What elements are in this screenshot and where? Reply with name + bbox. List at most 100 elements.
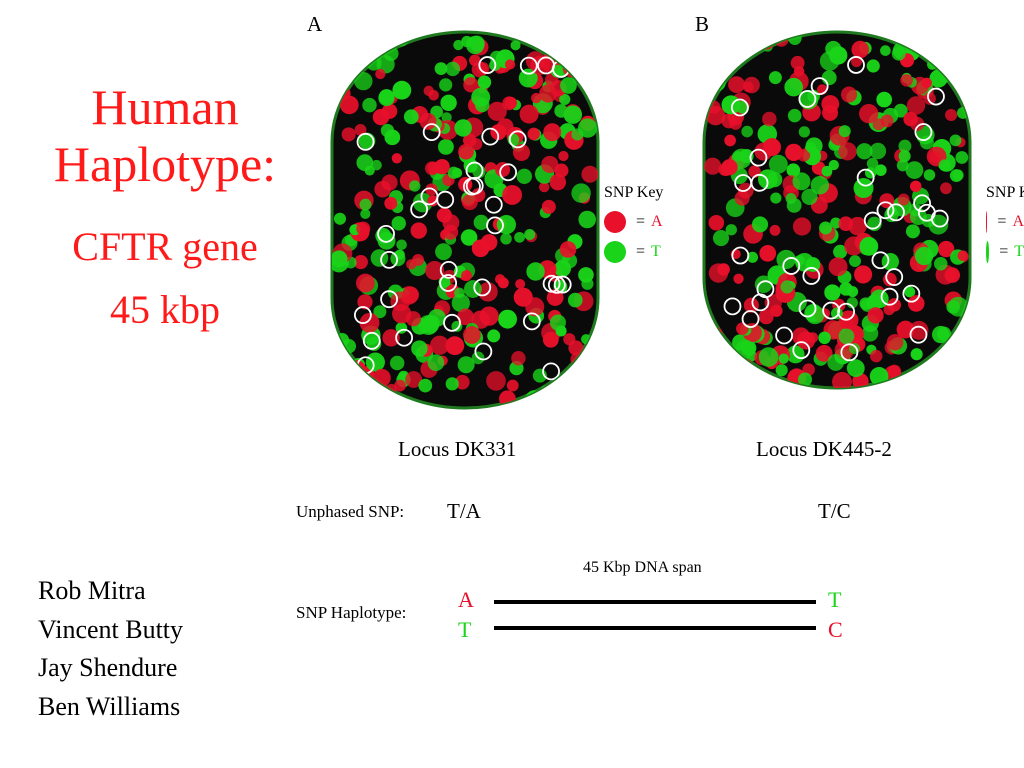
bead bbox=[768, 71, 782, 85]
bead bbox=[923, 169, 936, 181]
bead bbox=[775, 364, 788, 377]
bead bbox=[735, 339, 755, 359]
bead bbox=[377, 231, 396, 250]
bead bbox=[910, 348, 923, 361]
snp-marker-ring bbox=[902, 284, 921, 303]
bead bbox=[510, 40, 521, 51]
bead bbox=[905, 161, 924, 179]
bead bbox=[332, 250, 348, 268]
snp-marker-ring bbox=[730, 98, 749, 117]
haplotype-strand1-line bbox=[494, 600, 816, 604]
bead bbox=[933, 257, 948, 271]
bead bbox=[955, 151, 969, 164]
bead bbox=[859, 236, 879, 256]
snp-marker-ring bbox=[751, 293, 770, 312]
haplotype-strand1-right: T bbox=[828, 587, 842, 612]
bead bbox=[734, 32, 748, 46]
bead bbox=[539, 181, 550, 193]
snp-key-row-a: = A bbox=[986, 211, 1024, 233]
bead bbox=[955, 70, 966, 82]
bead bbox=[524, 228, 536, 241]
bead bbox=[487, 329, 501, 343]
bead bbox=[340, 95, 359, 115]
bead bbox=[728, 76, 745, 94]
bead bbox=[430, 335, 450, 355]
bead bbox=[716, 49, 728, 61]
snp-marker-ring bbox=[519, 56, 538, 75]
bead bbox=[824, 284, 841, 301]
snp-marker-ring bbox=[792, 341, 811, 360]
bead bbox=[362, 97, 377, 113]
bead bbox=[734, 32, 755, 49]
bead bbox=[898, 139, 912, 153]
snp-key-row-t: = T bbox=[604, 241, 663, 263]
bead bbox=[897, 193, 910, 206]
bead bbox=[356, 221, 371, 236]
bead bbox=[391, 216, 406, 231]
bead bbox=[797, 148, 811, 162]
bead bbox=[938, 366, 958, 386]
bead bbox=[859, 104, 879, 124]
bead-array-image-a bbox=[330, 30, 600, 410]
bead-array-image-b bbox=[702, 30, 972, 390]
bead bbox=[365, 352, 385, 372]
snp-key-title: SNP Key bbox=[604, 184, 664, 201]
snp-marker-ring bbox=[439, 274, 458, 292]
bead bbox=[838, 142, 857, 161]
bead bbox=[554, 163, 569, 178]
bead bbox=[856, 143, 873, 160]
snp-key-a: SNP Key = A = T bbox=[604, 184, 663, 263]
bead bbox=[554, 260, 571, 277]
bead bbox=[435, 243, 452, 261]
snp-marker-ring bbox=[481, 127, 500, 146]
author-name: Ben Williams bbox=[38, 691, 181, 721]
snp-marker-ring bbox=[553, 275, 572, 294]
bead bbox=[796, 331, 816, 350]
bead bbox=[353, 254, 368, 270]
bead bbox=[544, 392, 562, 408]
bead bbox=[579, 65, 592, 78]
bead bbox=[940, 182, 952, 195]
author-list: Rob Mitra Vincent Butty Jay Shendure Ben… bbox=[38, 572, 183, 726]
bead bbox=[513, 287, 533, 307]
bead bbox=[411, 340, 428, 357]
bead bbox=[354, 71, 373, 91]
red-dot-icon bbox=[986, 211, 988, 233]
bead bbox=[866, 59, 880, 73]
bead bbox=[952, 169, 964, 181]
bead bbox=[515, 278, 526, 290]
bead bbox=[457, 308, 474, 326]
snp-marker-ring bbox=[377, 224, 395, 243]
bead bbox=[389, 355, 405, 371]
bead bbox=[768, 154, 788, 174]
bead bbox=[371, 159, 382, 171]
bead bbox=[473, 214, 489, 230]
bead bbox=[453, 39, 464, 51]
snp-marker-ring bbox=[465, 176, 484, 195]
snp-marker-ring bbox=[810, 77, 829, 96]
bead bbox=[439, 78, 453, 92]
snp-marker-ring bbox=[353, 306, 372, 324]
snp-marker-ring bbox=[782, 257, 801, 275]
bead bbox=[849, 255, 861, 268]
bead bbox=[396, 239, 407, 251]
bead bbox=[706, 72, 726, 92]
bead bbox=[438, 138, 454, 155]
bead bbox=[425, 260, 445, 281]
bead bbox=[364, 165, 375, 176]
snp-marker-ring bbox=[362, 331, 381, 350]
bead bbox=[954, 47, 965, 59]
red-dot-icon bbox=[604, 211, 626, 233]
bead bbox=[792, 172, 811, 191]
bead bbox=[742, 81, 754, 93]
bead bbox=[798, 126, 811, 138]
bead bbox=[711, 42, 730, 61]
author-name: Vincent Butty bbox=[38, 614, 184, 644]
bead bbox=[851, 40, 869, 59]
bead bbox=[716, 358, 737, 379]
snp-marker-ring bbox=[443, 313, 461, 332]
bead bbox=[382, 329, 400, 347]
bead bbox=[403, 109, 419, 125]
bead bbox=[355, 273, 375, 293]
snp-marker-ring bbox=[473, 278, 492, 297]
